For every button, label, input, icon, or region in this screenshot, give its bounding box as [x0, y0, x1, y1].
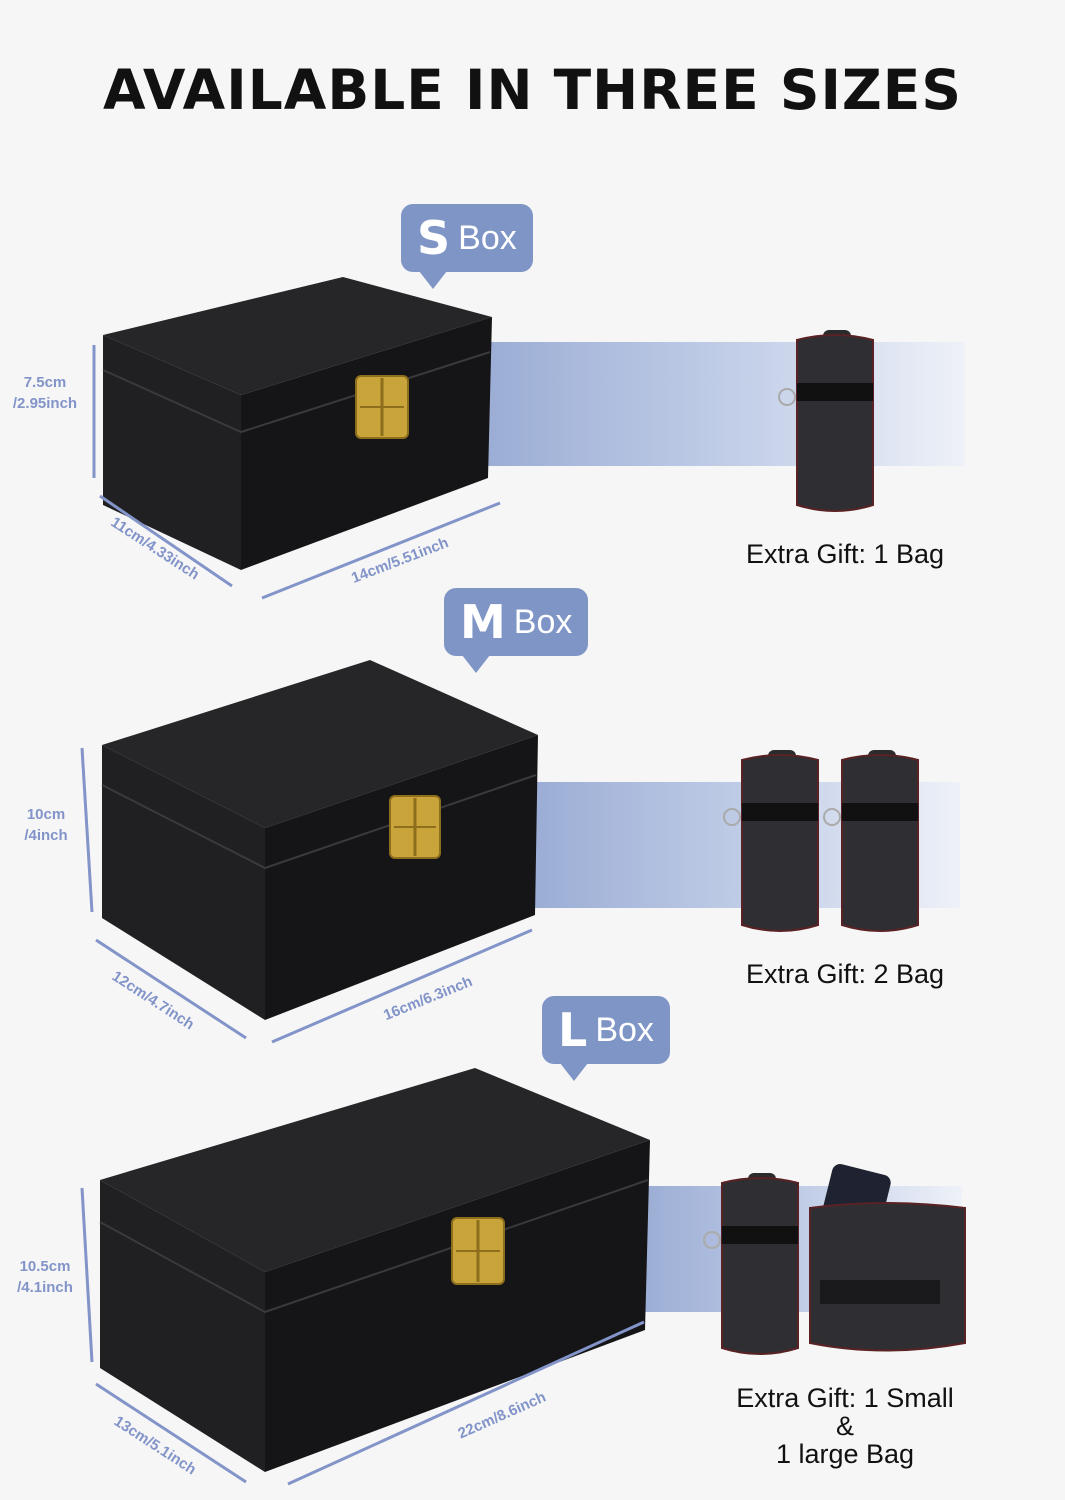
gift-text: Extra Gift: 1 Small & 1 large Bag	[736, 1383, 954, 1469]
width-arrow	[271, 928, 533, 1044]
width-arrow	[261, 501, 501, 600]
width-arrow	[287, 1320, 645, 1486]
size-word: Box	[595, 1010, 654, 1049]
size-tag-large: L Box	[542, 996, 670, 1081]
size-tag-small: S Box	[401, 204, 533, 289]
gift-bag-icon	[778, 330, 874, 512]
size-tag-medium: M Box	[444, 588, 589, 673]
gift-bag-icon	[723, 750, 819, 932]
page-title: AVAILABLE IN THREE SIZES	[103, 58, 962, 122]
size-letter: M	[460, 595, 506, 649]
depth-arrow	[95, 1382, 247, 1484]
size-letter: S	[417, 211, 451, 265]
depth-arrow	[99, 494, 233, 588]
gift-bag-icon	[823, 750, 919, 932]
size-word: Box	[513, 602, 573, 641]
height-arrow	[80, 1187, 94, 1363]
large-gift-bag-icon	[809, 1164, 966, 1352]
gift-bag-icon	[703, 1173, 799, 1355]
height-arrow	[80, 747, 94, 913]
height-label: 7.5cm/2.95inch	[12, 374, 78, 412]
gift-text: Extra Gift: 2 Bag	[745, 959, 945, 989]
size-word: Box	[458, 218, 517, 257]
height-label: 10cm/4inch	[24, 806, 68, 844]
depth-arrow	[95, 938, 247, 1040]
size-letter: L	[558, 1003, 588, 1057]
height-label: 10.5cm/4.1inch	[17, 1258, 73, 1296]
gift-band	[470, 342, 965, 466]
gift-text: Extra Gift: 1 Bag	[745, 539, 945, 569]
